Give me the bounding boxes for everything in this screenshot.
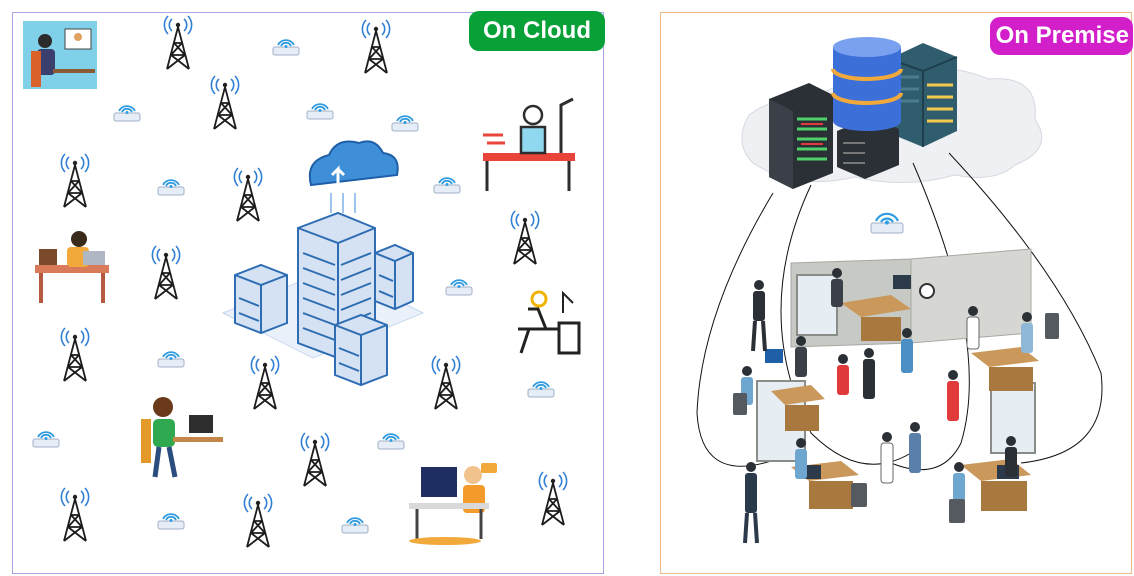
- on-premise-label: On Premise: [989, 17, 1133, 55]
- remote-worker-icon: [23, 21, 581, 545]
- database-icon: [831, 37, 903, 131]
- cloud-scene: [23, 15, 581, 548]
- cloud-server-icon: [221, 140, 425, 387]
- on-premise-panel: On Premise: [660, 12, 1133, 574]
- premise-scene: [696, 37, 1103, 544]
- server-rack-icon: [769, 43, 958, 189]
- on-cloud-panel: On Cloud: [12, 11, 605, 574]
- wifi-router-icon: [870, 212, 904, 234]
- on-cloud-label: On Cloud: [469, 11, 605, 51]
- office-people-icon: [733, 248, 1059, 544]
